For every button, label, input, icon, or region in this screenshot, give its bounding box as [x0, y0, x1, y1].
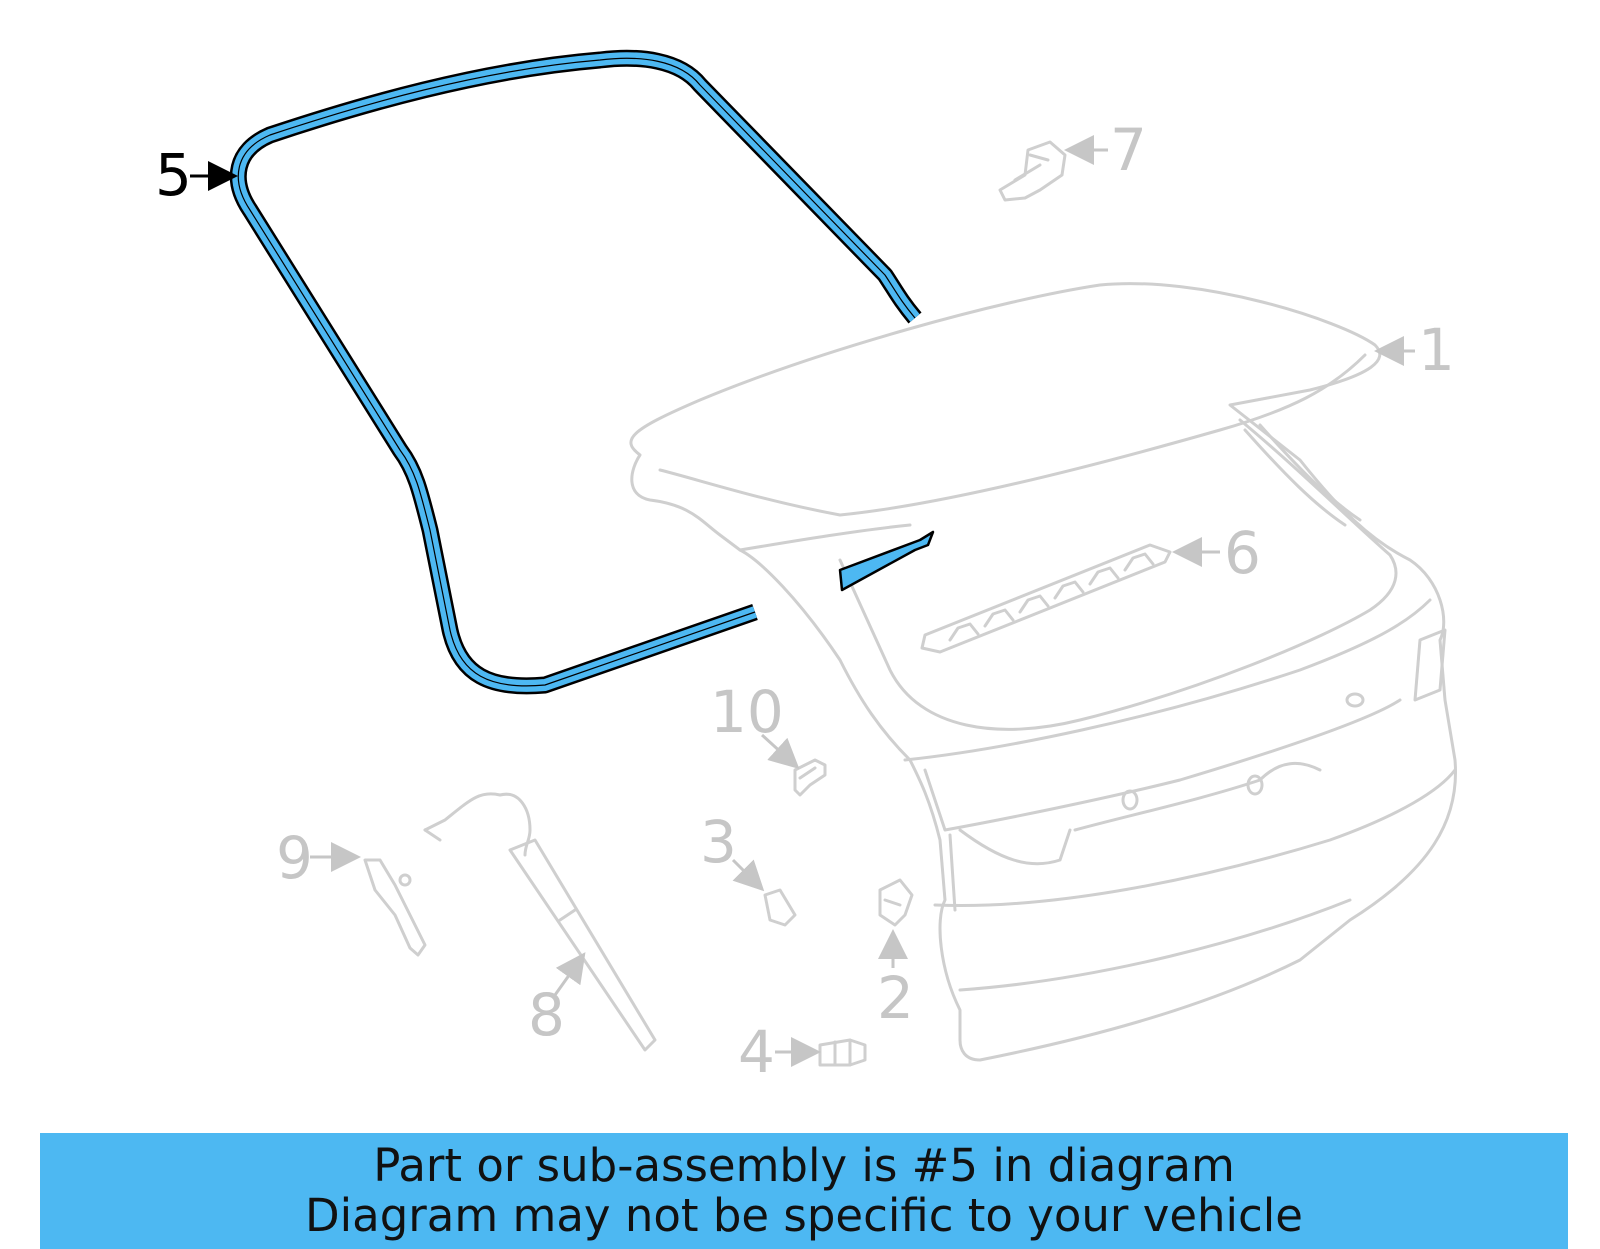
callout-2: 2 — [877, 964, 914, 1032]
callout-1: 1 — [1418, 316, 1455, 384]
part-7-hinge — [998, 140, 1067, 202]
callout-9: 9 — [276, 824, 313, 892]
part-1-liftgate — [629, 282, 1458, 1062]
part-2-latch — [878, 878, 914, 927]
part-6-high-mount-trim — [920, 543, 1172, 654]
callout-10: 10 — [710, 678, 784, 746]
part-10-bumper — [793, 758, 827, 797]
part-4-grommet — [818, 1038, 867, 1067]
callout-7: 7 — [1110, 116, 1147, 184]
banner-line-1: Part or sub-assembly is #5 in diagram — [373, 1139, 1235, 1192]
callout-4: 4 — [738, 1018, 775, 1086]
callout-5: 5 — [155, 141, 192, 209]
part-5-weatherstrip — [229, 49, 935, 695]
part-8-lift-support — [423, 792, 657, 1052]
banner-line-2: Diagram may not be specific to your vehi… — [305, 1189, 1303, 1242]
part-3-clip — [763, 888, 797, 927]
part-9-bracket — [363, 858, 427, 957]
info-banner: Part or sub-assembly is #5 in diagram Di… — [40, 1133, 1568, 1249]
callout-6: 6 — [1224, 519, 1261, 587]
callout-8: 8 — [528, 981, 565, 1049]
callout-3: 3 — [700, 808, 737, 876]
callout-leaders — [190, 135, 1415, 1067]
